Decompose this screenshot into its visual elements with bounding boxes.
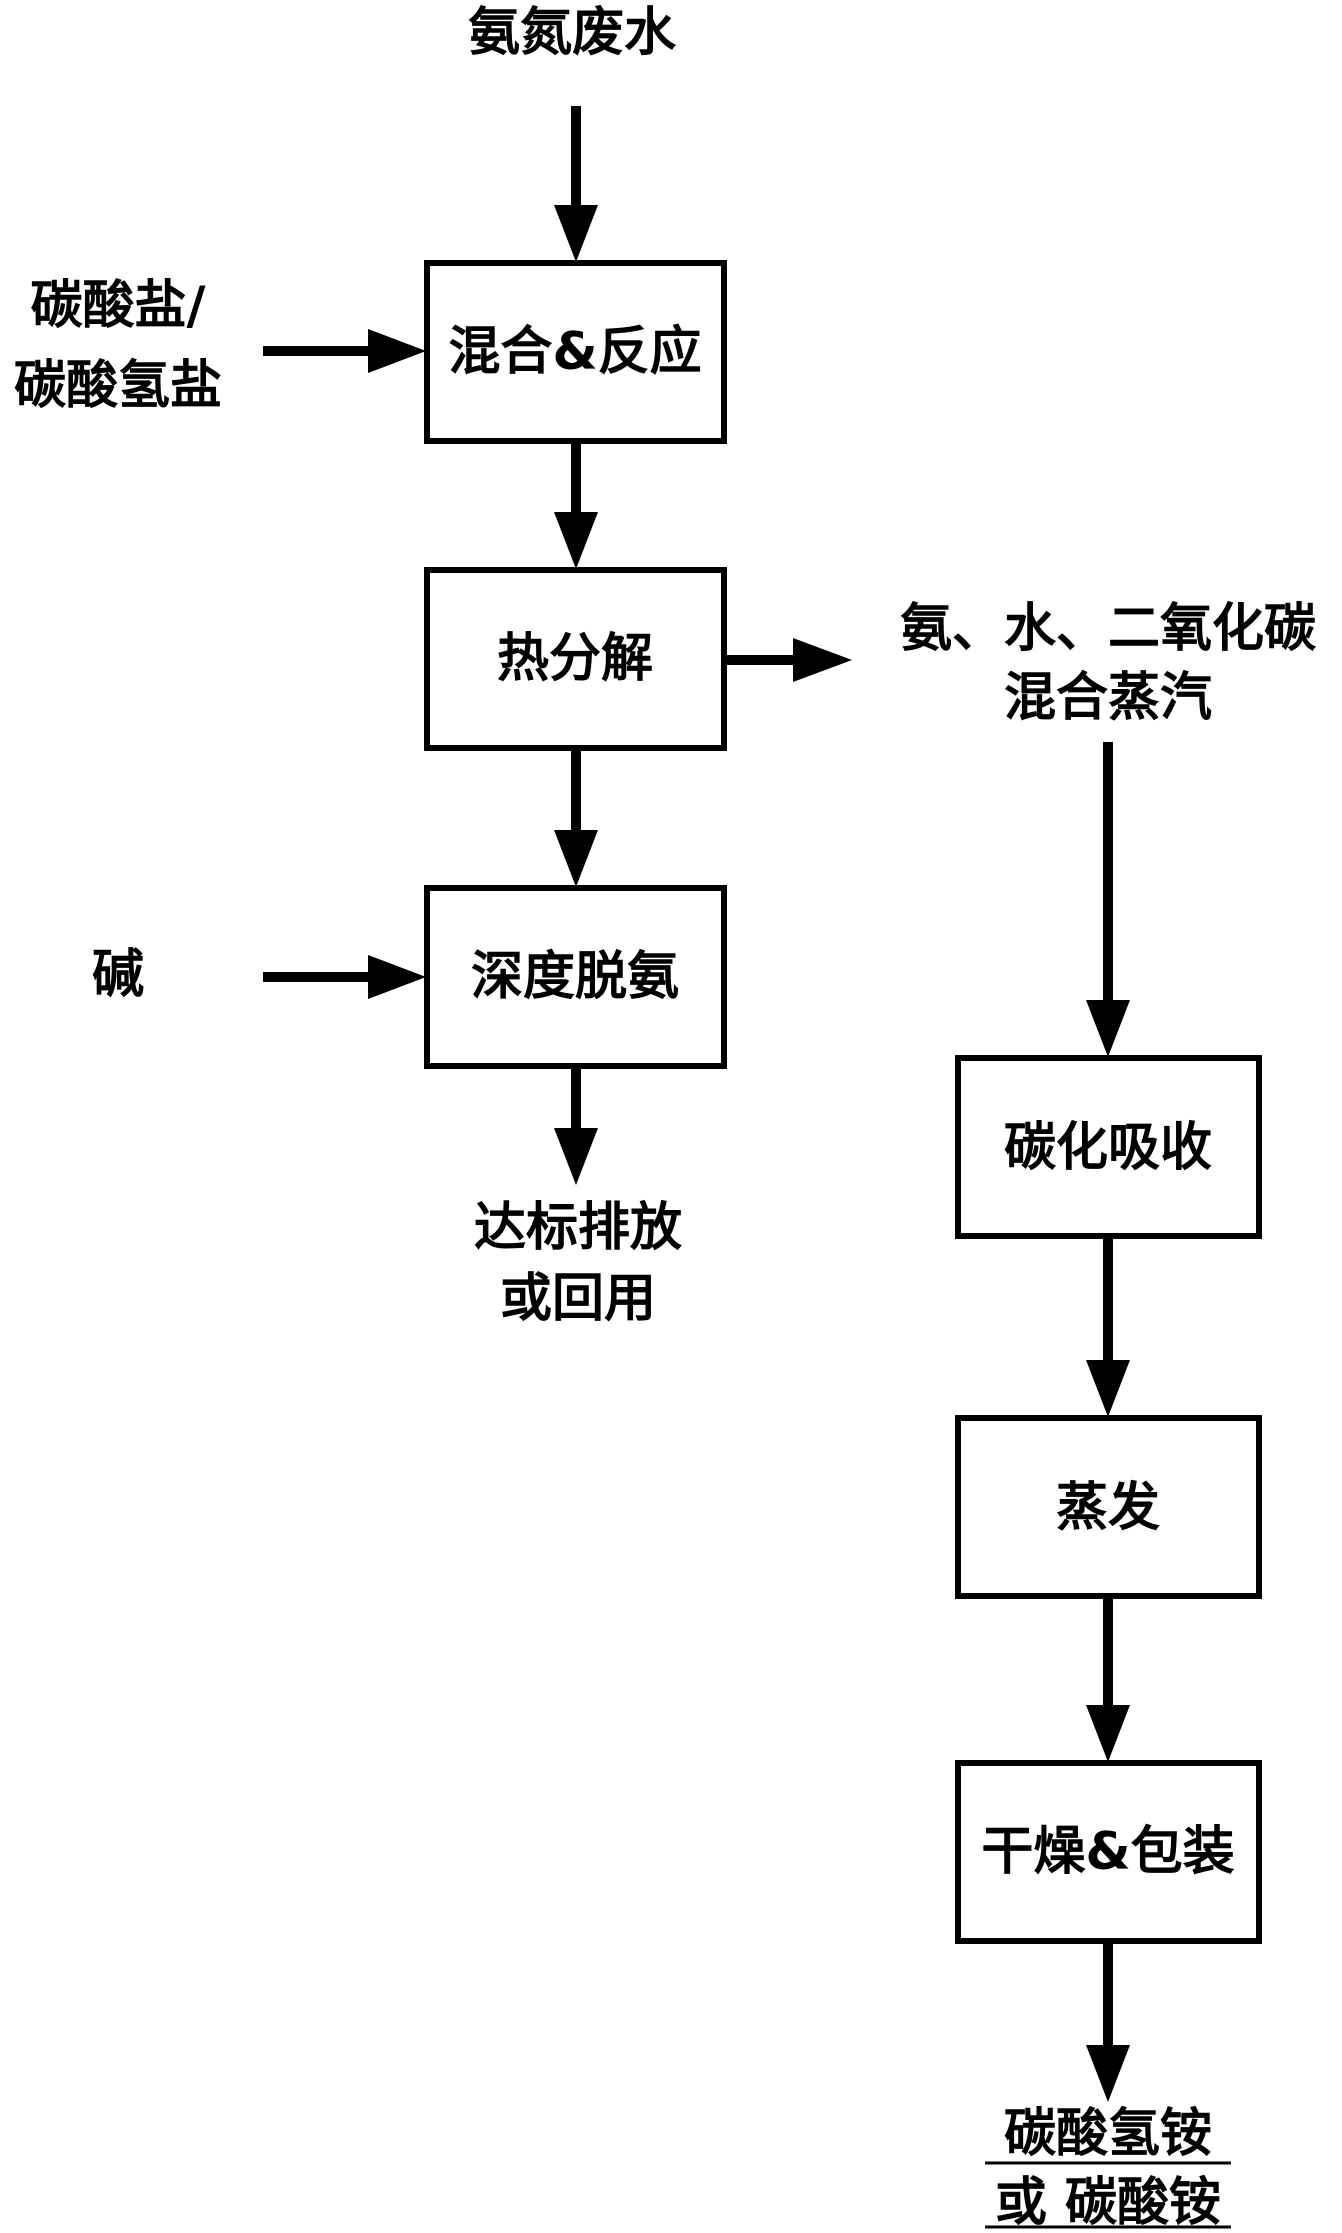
process-box-deep-deammonia xyxy=(424,885,727,1069)
output-product-label-line2: 或 碳酸铵 xyxy=(995,2173,1221,2233)
arrow-deammonia-to-discharge xyxy=(554,1069,598,1185)
input-carbonate-label-line1: 碳酸盐/ xyxy=(31,276,206,336)
output-vapor-label-line1: 氨、水、二氧化碳 xyxy=(900,599,1317,659)
arrow-mix-to-thermal xyxy=(554,444,598,569)
output-vapor-label-line2: 混合蒸汽 xyxy=(1004,668,1212,728)
arrow-carbonization-to-evaporation xyxy=(1086,1239,1130,1417)
process-dry-package-label: 干燥&包装 xyxy=(981,1822,1234,1882)
input-carbonate-label-line2: 碳酸氢盐 xyxy=(14,356,222,416)
arrow-thermal-to-deammonia xyxy=(554,751,598,887)
output-discharge-label-line1: 达标排放 xyxy=(474,1198,682,1258)
process-deep-deammonia-label: 深度脱氨 xyxy=(471,947,679,1007)
process-evaporation-label: 蒸发 xyxy=(1056,1478,1160,1538)
arrow-alkali-to-deammonia xyxy=(263,955,426,999)
arrow-evaporation-to-dry xyxy=(1086,1599,1130,1762)
input-alkali-label: 碱 xyxy=(92,945,144,1005)
output-discharge-label-line2: 或回用 xyxy=(500,1269,656,1329)
arrow-vapor-to-carbonization xyxy=(1086,742,1130,1057)
process-box-mix-react xyxy=(424,260,727,444)
arrow-dry-to-product xyxy=(1086,1944,1130,2102)
process-thermal-decomposition-label: 热分解 xyxy=(497,629,653,689)
process-box-carbonization-absorption xyxy=(955,1055,1262,1239)
output-product-label-line1: 碳酸氢铵 xyxy=(1004,2104,1212,2164)
arrow-thermal-to-vapor xyxy=(727,638,852,682)
process-carbonization-absorption-label: 碳化吸收 xyxy=(1004,1118,1212,1178)
process-box-dry-package xyxy=(955,1760,1262,1944)
process-mix-react-label: 混合&反应 xyxy=(448,322,701,382)
arrow-carbonate-to-mix xyxy=(263,329,426,373)
input-wastewater-label: 氨氮废水 xyxy=(468,3,677,63)
process-box-thermal-decomposition xyxy=(424,567,727,751)
arrow-wastewater-to-mix xyxy=(554,106,598,262)
process-box-evaporation xyxy=(955,1415,1262,1599)
